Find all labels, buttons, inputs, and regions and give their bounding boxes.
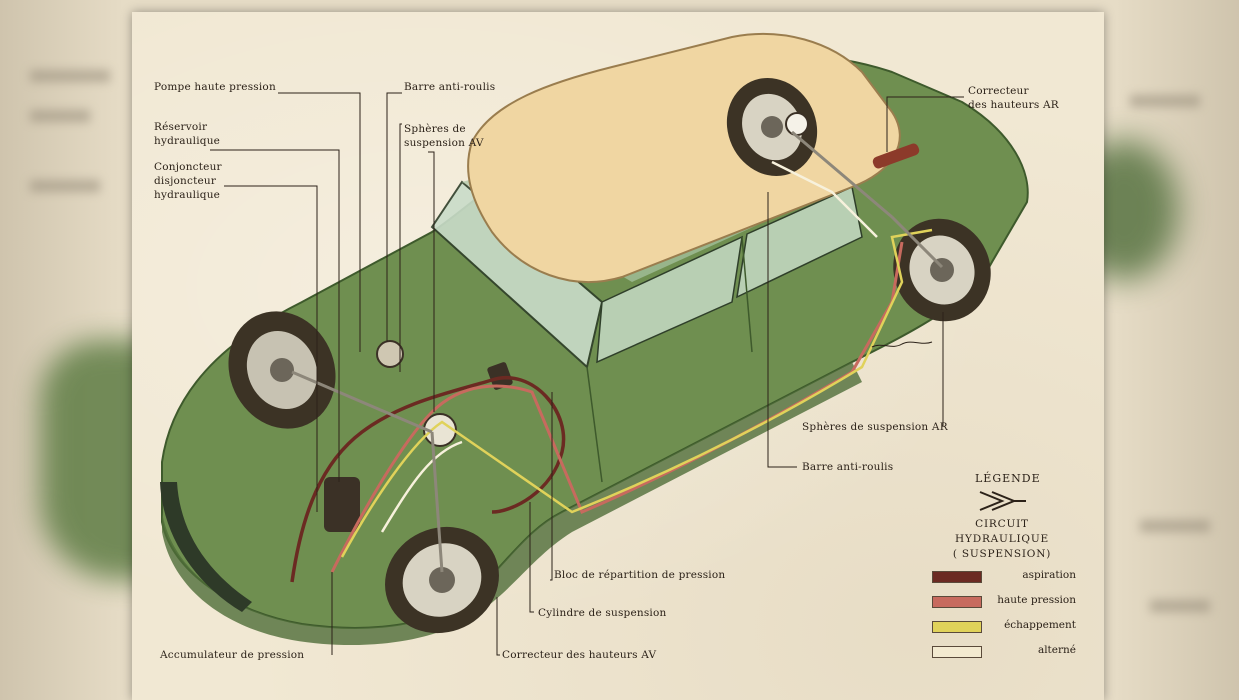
legend-label-alterne: alterné [1037,644,1076,656]
blurred-text [30,70,110,82]
suspension-arms [291,130,944,573]
suspension-sphere-rear [785,112,809,136]
label-accumulateur-pression: Accumulateur de pression [160,649,305,661]
legend-chevron-icon [979,491,1026,511]
circuit-alternating [380,160,878,533]
label-pompe-haute-pression: Pompe haute pression [154,81,276,93]
door-line [586,366,603,483]
blurred-text [30,180,100,192]
label-correcteur-hauteurs-av: Correcteur des hauteurs AV [502,649,657,661]
front-right-wheel [385,526,499,634]
front-side-window [596,235,743,364]
legend-label-aspiration: aspiration [1022,569,1076,581]
label-bloc-repartition: Bloc de répartition de pression [554,569,726,581]
blurred-text [1130,95,1200,107]
legend-title: LÉGENDE [975,472,1041,485]
blurred-text [1140,520,1210,532]
legend-swatch-alterne [932,646,982,658]
legend-subtitle: CIRCUIT HYDRAULIQUE ( SUSPENSION) [952,518,1052,560]
circuit-exhaust [340,228,933,558]
legend-label-haute-pression: haute pression [997,594,1076,606]
legend-label-echappement: échappement [1004,619,1076,631]
rear-height-corrector [872,143,920,169]
circuit-aspiration [290,376,566,583]
blurred-text [1150,600,1210,612]
door-line [741,236,753,353]
car-illustration [160,32,1029,656]
artist-signature [871,341,933,348]
label-conjoncteur: Conjoncteur disjoncteur hydraulique [154,161,222,201]
label-cylindre-suspension: Cylindre de suspension [538,607,667,619]
label-spheres-suspension-ar: Sphères de suspension AR [802,421,948,433]
label-correcteur-hauteurs-ar: Correcteur des hauteurs AR [968,85,1059,111]
front-bumper [160,482,252,612]
label-reservoir-hydraulique: Réservoir hydraulique [154,121,221,147]
blurred-text [30,110,90,122]
car-underside [162,362,862,646]
rear-left-wheel [726,78,818,176]
legend-swatch-echappement [932,621,982,633]
leader-lines [210,92,964,656]
label-spheres-suspension-av: Sphères de suspension AV [404,123,484,149]
suspension-sphere-front-left [376,340,404,368]
legend-swatch-aspiration [932,571,982,583]
illustration-page: Pompe haute pression Réservoir hydrauliq… [132,12,1104,700]
legend-swatch-haute-pression [932,596,982,608]
front-left-wheel [228,311,336,429]
hydraulic-reservoir [324,477,360,532]
pressure-distribution-block [487,362,513,390]
label-barre-anti-roulis-ar: Barre anti-roulis [802,461,894,473]
label-barre-anti-roulis-av: Barre anti-roulis [404,81,496,93]
